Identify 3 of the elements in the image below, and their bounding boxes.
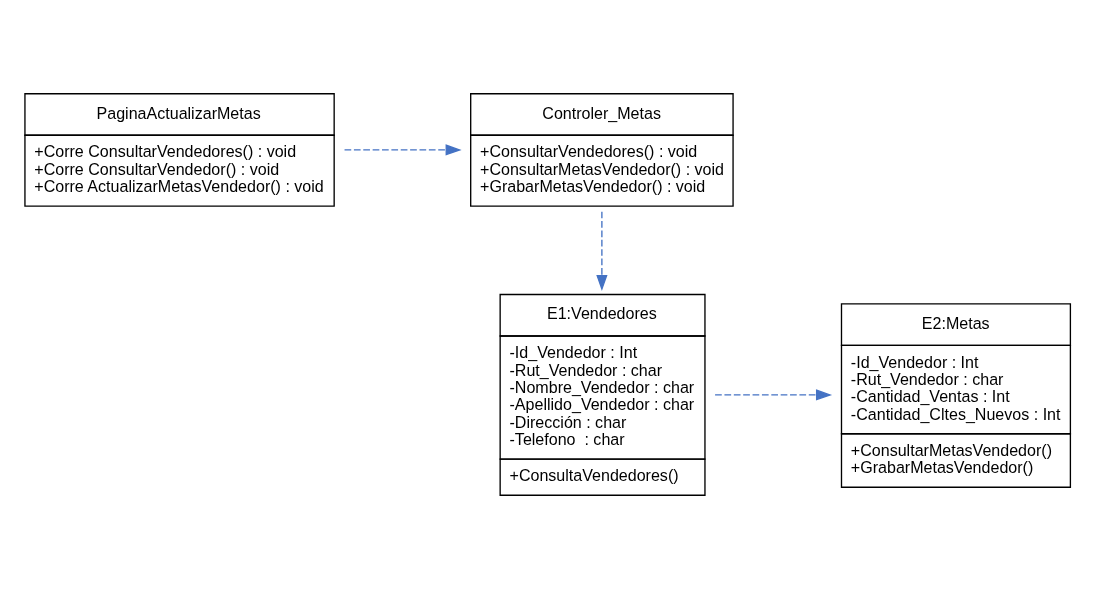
arrow bbox=[343, 144, 462, 156]
arrow bbox=[714, 389, 833, 401]
arrow bbox=[596, 211, 608, 292]
